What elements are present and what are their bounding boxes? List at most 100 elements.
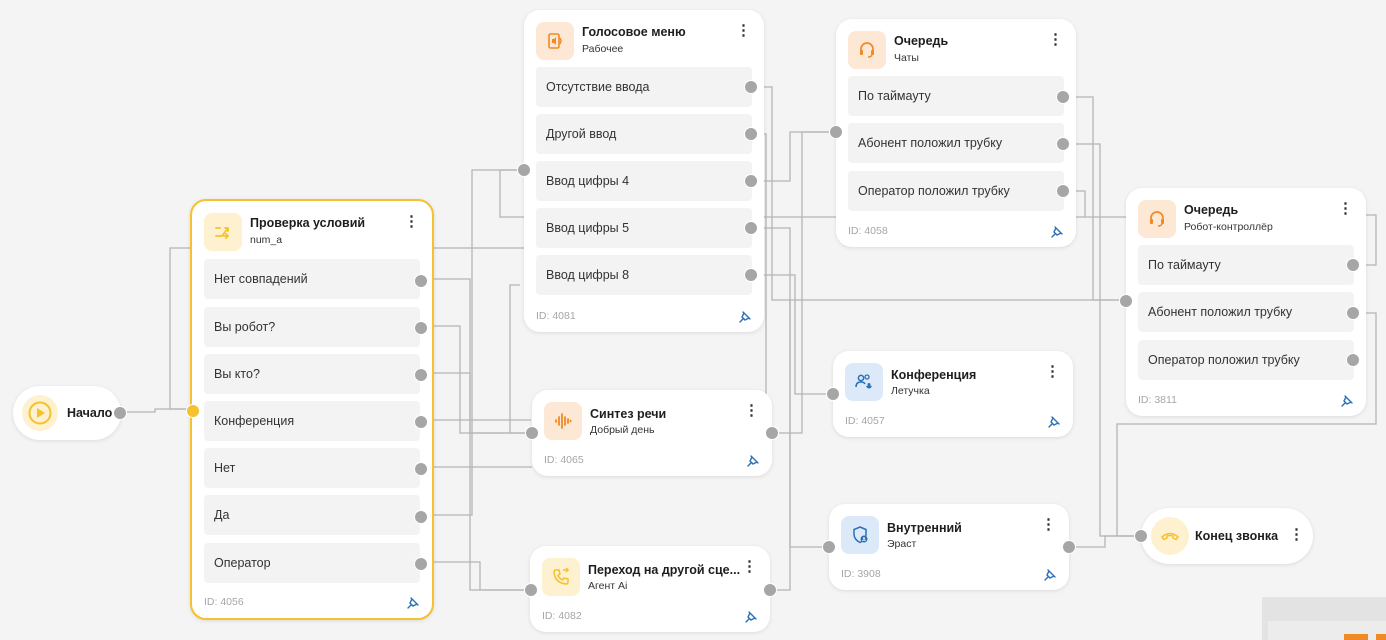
queue-outcome[interactable]: Абонент положил трубку <box>1138 292 1354 332</box>
output-port[interactable] <box>743 220 758 235</box>
more-vertical-icon[interactable]: ⋮ <box>1045 363 1060 380</box>
condition-item[interactable]: Нет <box>204 448 420 488</box>
pin-icon[interactable] <box>1340 394 1354 408</box>
pin-icon[interactable] <box>1050 225 1064 239</box>
voice-menu-node[interactable]: Голосовое меню Рабочее ⋮ Отсутствие ввод… <box>516 10 764 332</box>
menu-option[interactable]: Ввод цифры 8 <box>536 255 752 295</box>
condition-item[interactable]: Оператор <box>204 543 420 583</box>
more-vertical-icon[interactable]: ⋮ <box>744 402 759 419</box>
node-subtitle: Робот-контроллёр <box>1184 221 1273 233</box>
input-port[interactable] <box>828 124 843 139</box>
menu-option[interactable]: Ввод цифры 4 <box>536 161 752 201</box>
output-port[interactable] <box>1345 257 1360 272</box>
input-port[interactable] <box>523 582 538 597</box>
condition-item[interactable]: Вы робот? <box>204 307 420 347</box>
output-port[interactable] <box>413 320 428 335</box>
queue-outcome[interactable]: По таймауту <box>848 76 1064 116</box>
input-port[interactable] <box>1118 293 1133 308</box>
condition-item[interactable]: Нет совпадений <box>204 259 420 299</box>
more-vertical-icon[interactable]: ⋮ <box>1041 516 1056 533</box>
start-node[interactable]: Начало <box>13 386 127 440</box>
node-title: Синтез речи <box>590 407 667 421</box>
pin-icon[interactable] <box>738 310 752 324</box>
node-id: ID: 4081 <box>536 310 576 322</box>
condition-item[interactable]: Да <box>204 495 420 535</box>
end-call-node[interactable]: Конец звонка ⋮ <box>1133 508 1313 564</box>
output-port[interactable] <box>743 126 758 141</box>
output-port[interactable] <box>1061 539 1076 554</box>
input-port[interactable] <box>821 539 836 554</box>
output-port[interactable] <box>413 367 428 382</box>
more-vertical-icon[interactable]: ⋮ <box>1048 31 1063 48</box>
node-id: ID: 4056 <box>204 596 244 608</box>
output-port[interactable] <box>764 425 779 440</box>
play-icon <box>22 395 58 431</box>
output-port[interactable] <box>743 79 758 94</box>
pin-icon[interactable] <box>1043 568 1057 582</box>
transfer-scenario-node[interactable]: Переход на другой сце... Агент Ai ⋮ ID: … <box>523 546 777 632</box>
node-title: Конференция <box>891 368 977 382</box>
output-port[interactable] <box>413 273 428 288</box>
phone-forward-icon <box>542 558 580 596</box>
more-vertical-icon[interactable]: ⋮ <box>736 22 751 39</box>
speech-synthesis-node[interactable]: Синтез речи Добрый день ⋮ ID: 4065 <box>524 390 779 476</box>
output-port[interactable] <box>413 556 428 571</box>
more-vertical-icon[interactable]: ⋮ <box>404 213 419 230</box>
output-port[interactable] <box>413 509 428 524</box>
more-vertical-icon[interactable]: ⋮ <box>1289 526 1304 543</box>
output-port[interactable] <box>413 414 428 429</box>
input-port[interactable] <box>524 425 539 440</box>
node-subtitle: Летучка <box>891 385 930 397</box>
queue-robot-node[interactable]: Очередь Робот-контроллёр ⋮ По таймауту А… <box>1118 188 1366 416</box>
more-vertical-icon[interactable]: ⋮ <box>742 558 757 575</box>
condition-item[interactable]: Вы кто? <box>204 354 420 394</box>
pin-icon[interactable] <box>746 454 760 468</box>
minimap-marker <box>1344 634 1368 640</box>
start-output-port[interactable] <box>112 405 127 420</box>
pin-icon[interactable] <box>1047 415 1061 429</box>
output-port[interactable] <box>762 582 777 597</box>
input-port[interactable] <box>516 162 531 177</box>
menu-option[interactable]: Ввод цифры 5 <box>536 208 752 248</box>
node-subtitle: Эраст <box>887 538 917 550</box>
output-port[interactable] <box>1345 305 1360 320</box>
sound-wave-icon <box>544 402 582 440</box>
input-port[interactable] <box>825 386 840 401</box>
output-port[interactable] <box>743 267 758 282</box>
input-port[interactable] <box>1133 528 1148 543</box>
conference-node[interactable]: Конференция Летучка ⋮ ID: 4057 <box>825 351 1073 437</box>
node-id: ID: 3811 <box>1138 394 1177 406</box>
end-call-label: Конец звонка <box>1195 529 1279 543</box>
node-id: ID: 4082 <box>542 610 582 622</box>
queue-outcome[interactable]: Оператор положил трубку <box>1138 340 1354 380</box>
queue-outcome[interactable]: Оператор положил трубку <box>848 171 1064 211</box>
split-arrows-icon <box>204 213 242 251</box>
output-port[interactable] <box>1055 136 1070 151</box>
output-port[interactable] <box>1055 89 1070 104</box>
output-port[interactable] <box>743 173 758 188</box>
menu-option[interactable]: Другой ввод <box>536 114 752 154</box>
condition-item[interactable]: Конференция <box>204 401 420 441</box>
headset-icon <box>848 31 886 69</box>
node-subtitle: Рабочее <box>582 43 624 55</box>
output-port[interactable] <box>413 461 428 476</box>
start-label: Начало <box>67 406 113 420</box>
node-id: ID: 3908 <box>841 568 881 580</box>
more-vertical-icon[interactable]: ⋮ <box>1338 200 1353 217</box>
pin-icon[interactable] <box>406 596 420 610</box>
queue-outcome[interactable]: Абонент положил трубку <box>848 123 1064 163</box>
node-title: Проверка условий <box>250 216 366 230</box>
menu-option[interactable]: Отсутствие ввода <box>536 67 752 107</box>
node-id: ID: 4065 <box>544 454 584 466</box>
queue-chats-node[interactable]: Очередь Чаты ⋮ По таймауту Абонент полож… <box>828 19 1076 247</box>
minimap[interactable] <box>1262 597 1386 640</box>
check-conditions-node[interactable]: Проверка условий num_a ⋮ Нет совпадений … <box>185 199 434 620</box>
output-port[interactable] <box>1345 352 1360 367</box>
node-subtitle: Чаты <box>894 52 919 64</box>
queue-outcome[interactable]: По таймауту <box>1138 245 1354 285</box>
input-port[interactable] <box>185 403 200 418</box>
output-port[interactable] <box>1055 183 1070 198</box>
internal-node[interactable]: Внутренний Эраст ⋮ ID: 3908 <box>821 504 1076 590</box>
pin-icon[interactable] <box>744 610 758 624</box>
